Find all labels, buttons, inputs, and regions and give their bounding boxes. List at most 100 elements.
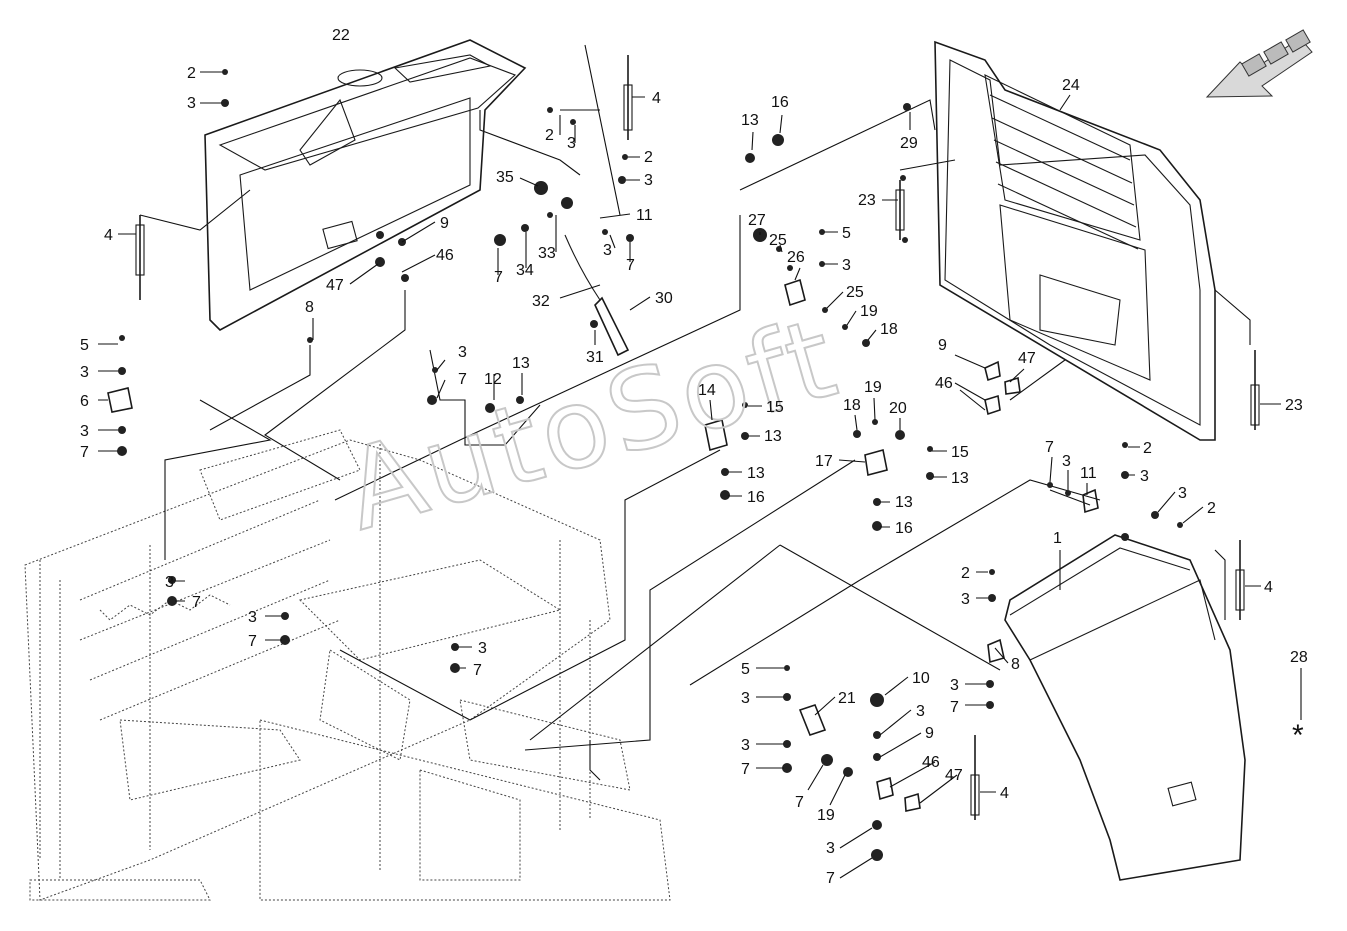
- callout-3: 3: [478, 640, 487, 657]
- callout-7: 7: [1045, 439, 1054, 456]
- callout-3: 3: [1140, 468, 1149, 485]
- callout-21: 21: [838, 690, 856, 707]
- callout-9: 9: [440, 215, 449, 232]
- callout-19: 19: [817, 807, 835, 824]
- callout-9: 9: [938, 337, 947, 354]
- callout-7: 7: [950, 699, 959, 716]
- callout-13: 13: [764, 428, 782, 445]
- callout-3: 3: [950, 677, 959, 694]
- callout-14: 14: [698, 382, 716, 399]
- callout-25: 25: [846, 284, 864, 301]
- callout-3: 3: [741, 737, 750, 754]
- callout-4: 4: [1264, 579, 1273, 596]
- callout-47: 47: [945, 767, 963, 784]
- callout-34: 34: [516, 262, 534, 279]
- callout-11: 11: [1080, 465, 1097, 482]
- callout-31: 31: [586, 349, 604, 366]
- callout-46: 46: [436, 247, 454, 264]
- callout-3: 3: [248, 609, 257, 626]
- gas-strut-group: [135, 55, 1260, 820]
- callout-3: 3: [1178, 485, 1187, 502]
- callout-35: 35: [496, 169, 514, 186]
- rear-side-cover: [1004, 534, 1246, 881]
- callout-2: 2: [1143, 440, 1152, 457]
- callout-46: 46: [935, 375, 953, 392]
- callout-19: 19: [864, 379, 882, 396]
- callout-7: 7: [192, 594, 201, 611]
- callout-2: 2: [545, 127, 554, 144]
- orientation-arrow-icon: [1205, 29, 1313, 98]
- callout-3: 3: [458, 344, 467, 361]
- callout-labels: 22 2 3 4 2 3 2 3 35 11 3 7 4 9 46 47 33 …: [80, 27, 1308, 887]
- callout-19: 19: [860, 303, 878, 320]
- callout-12: 12: [484, 371, 502, 388]
- side-grille-panel: [934, 40, 1216, 441]
- leader-lines: [139, 44, 1251, 781]
- callout-3: 3: [1062, 453, 1071, 470]
- callout-6: 6: [80, 393, 89, 410]
- callout-16: 16: [895, 520, 913, 537]
- callout-3: 3: [567, 135, 576, 152]
- callout-5: 5: [842, 225, 851, 242]
- callout-25: 25: [769, 232, 787, 249]
- callout-7: 7: [494, 269, 503, 286]
- callout-20: 20: [889, 400, 907, 417]
- callout-4: 4: [652, 90, 661, 107]
- callout-7: 7: [473, 662, 482, 679]
- callout-16: 16: [747, 489, 765, 506]
- callout-5: 5: [741, 661, 750, 678]
- callout-11: 11: [636, 207, 653, 224]
- callout-2: 2: [1207, 500, 1216, 517]
- callout-23: 23: [1285, 397, 1303, 414]
- callout-8: 8: [1011, 656, 1020, 673]
- callout-13: 13: [512, 355, 530, 372]
- callout-7: 7: [248, 633, 257, 650]
- callout-2: 2: [644, 149, 653, 166]
- callout-28: 28: [1290, 649, 1308, 666]
- callout-47: 47: [1018, 350, 1036, 367]
- callout-17: 17: [815, 453, 833, 470]
- callout-3: 3: [165, 574, 174, 591]
- callout-7: 7: [795, 794, 804, 811]
- callout-13: 13: [895, 494, 913, 511]
- callout-7: 7: [741, 761, 750, 778]
- callout-30: 30: [655, 290, 673, 307]
- callout-22: 22: [332, 27, 350, 44]
- callout-3: 3: [644, 172, 653, 189]
- callout-18: 18: [843, 397, 861, 414]
- asterisk-mark: *: [1292, 719, 1304, 752]
- callout-3: 3: [187, 95, 196, 112]
- callout-3: 3: [842, 257, 851, 274]
- upper-front-hood: [204, 39, 527, 331]
- callout-4: 4: [1000, 785, 1009, 802]
- callout-26: 26: [787, 249, 805, 266]
- callout-24: 24: [1062, 77, 1080, 94]
- callout-15: 15: [951, 444, 969, 461]
- callout-47: 47: [326, 277, 344, 294]
- callout-7: 7: [458, 371, 467, 388]
- callout-13: 13: [747, 465, 765, 482]
- callout-15: 15: [766, 399, 784, 416]
- callout-1: 1: [1053, 530, 1062, 547]
- hardware-fasteners: [107, 69, 1183, 861]
- callout-3: 3: [741, 690, 750, 707]
- watermark-text: AutoSoft: [332, 293, 852, 555]
- callout-27: 27: [748, 212, 766, 229]
- callout-4: 4: [104, 227, 113, 244]
- callout-10: 10: [912, 670, 930, 687]
- callout-29: 29: [900, 135, 918, 152]
- callout-3: 3: [961, 591, 970, 608]
- callout-7: 7: [626, 257, 635, 274]
- callout-7: 7: [826, 870, 835, 887]
- callout-23: 23: [858, 192, 876, 209]
- callout-13: 13: [951, 470, 969, 487]
- callout-9: 9: [925, 725, 934, 742]
- callout-7: 7: [80, 444, 89, 461]
- callout-33: 33: [538, 245, 556, 262]
- machine-frame: [24, 429, 671, 901]
- callout-3: 3: [80, 423, 89, 440]
- callout-8: 8: [305, 299, 314, 316]
- callout-3: 3: [603, 242, 612, 259]
- callout-46: 46: [922, 754, 940, 771]
